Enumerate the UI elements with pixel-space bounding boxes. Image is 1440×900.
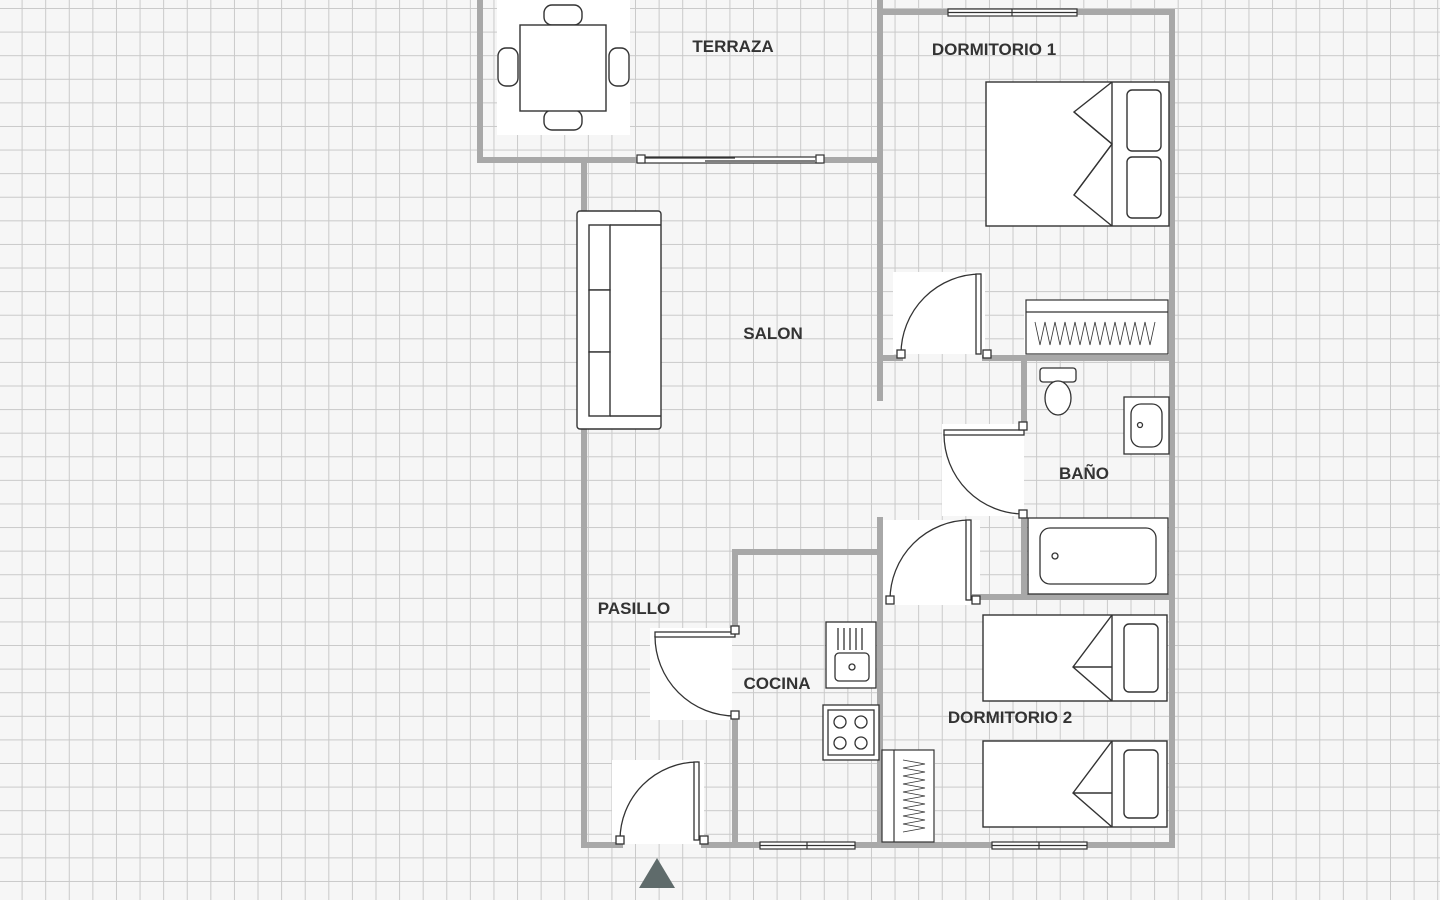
room-label-cocina: COCINA <box>743 674 810 693</box>
window-icon <box>991 841 1088 850</box>
kitchen-sink-icon <box>825 621 877 689</box>
wardrobe-icon <box>1025 299 1169 355</box>
room-label-terraza: TERRAZA <box>692 37 773 56</box>
room-label-dormitorio-2: DORMITORIO 2 <box>948 708 1072 727</box>
double-bed-icon <box>985 81 1170 227</box>
single-bed-icon <box>982 614 1168 702</box>
sink-icon <box>1123 396 1170 455</box>
windows <box>636 8 1088 850</box>
sofa-icon <box>576 210 662 430</box>
bathtub-icon <box>1027 517 1169 595</box>
dining-table-icon <box>497 4 630 131</box>
window-icon <box>947 8 1078 17</box>
room-label-salon: SALON <box>743 324 803 343</box>
door-icon <box>943 421 1028 519</box>
wardrobe-icon <box>881 749 935 843</box>
room-label-bano: BAÑO <box>1059 463 1109 483</box>
sliding-door-icon <box>636 154 825 164</box>
single-bed-icon <box>982 740 1168 828</box>
window-icon <box>759 841 856 850</box>
door-icon <box>654 625 740 720</box>
doors <box>615 273 1028 845</box>
stove-icon <box>822 704 880 761</box>
toilet-icon <box>1039 367 1077 416</box>
door-icon <box>896 273 992 359</box>
entrance-arrow-icon <box>639 858 675 888</box>
room-label-dormitorio-1: DORMITORIO 1 <box>932 40 1056 59</box>
door-icon <box>885 519 981 605</box>
room-label-pasillo: PASILLO <box>598 599 670 618</box>
door-icon <box>615 761 709 845</box>
